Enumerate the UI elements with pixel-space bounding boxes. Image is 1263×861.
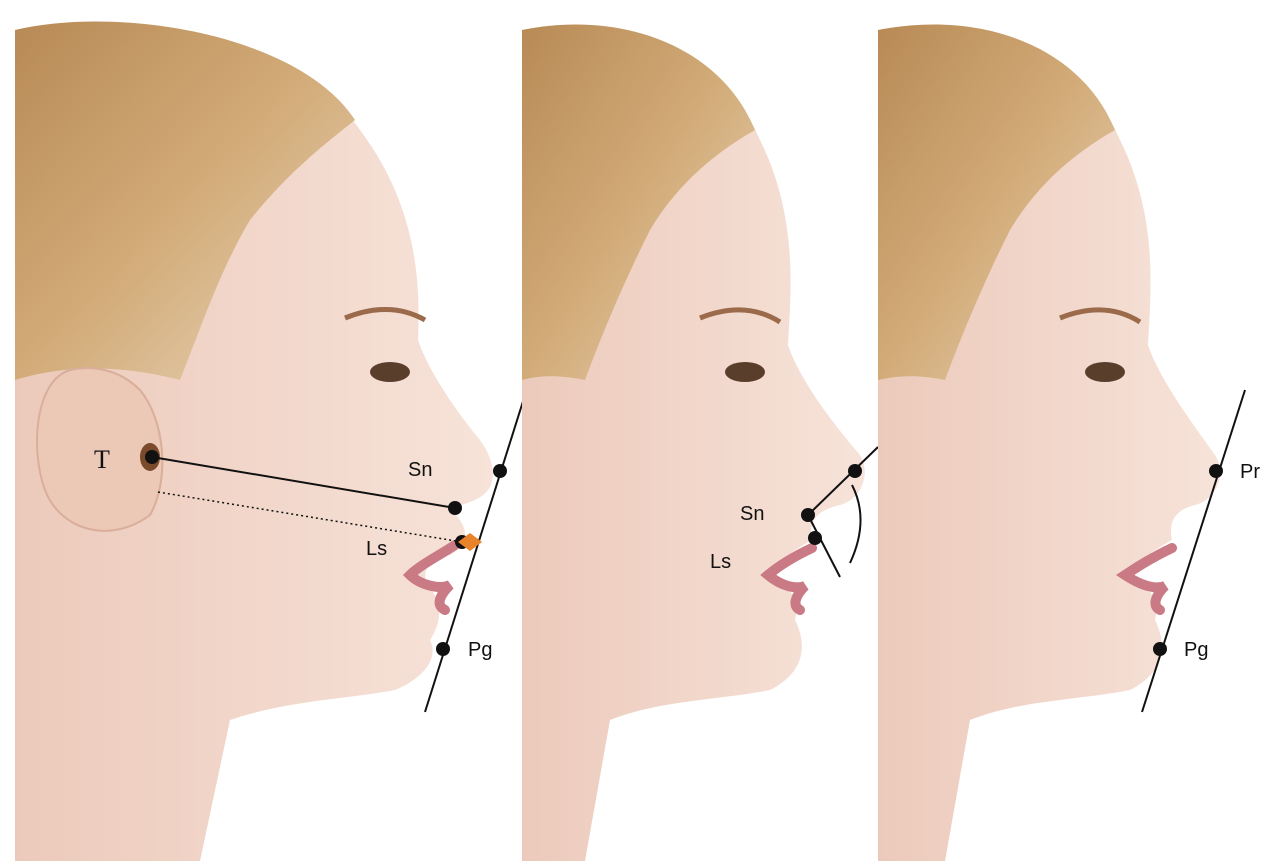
panel-1: T Sn Pn Ls Pg — [15, 21, 546, 861]
point-Pn-3 — [1209, 464, 1223, 478]
eye-3 — [1085, 362, 1125, 382]
point-Sn-2 — [801, 508, 815, 522]
point-Ls-2 — [808, 531, 822, 545]
point-Pg-3 — [1153, 642, 1167, 656]
label-Ls-1: Ls — [366, 538, 387, 560]
eye-1 — [370, 362, 410, 382]
panel-3: Pr Pg — [878, 25, 1260, 861]
label-T: T — [94, 445, 110, 474]
label-Sn-2: Sn — [740, 503, 764, 525]
label-Pn-3: Pr — [1240, 461, 1260, 483]
eye-2 — [725, 362, 765, 382]
label-Sn-1: Sn — [408, 459, 432, 481]
point-Pg-1 — [436, 642, 450, 656]
point-T — [145, 450, 159, 464]
point-Pn-1 — [493, 464, 507, 478]
label-Pg-1: Pg — [468, 639, 492, 661]
point-Sn-1 — [448, 501, 462, 515]
point-Pn-2 — [848, 464, 862, 478]
label-Pg-3: Pg — [1184, 639, 1208, 661]
label-Ls-2: Ls — [710, 551, 731, 573]
panel-2: Pn Sn Ls — [522, 25, 902, 861]
